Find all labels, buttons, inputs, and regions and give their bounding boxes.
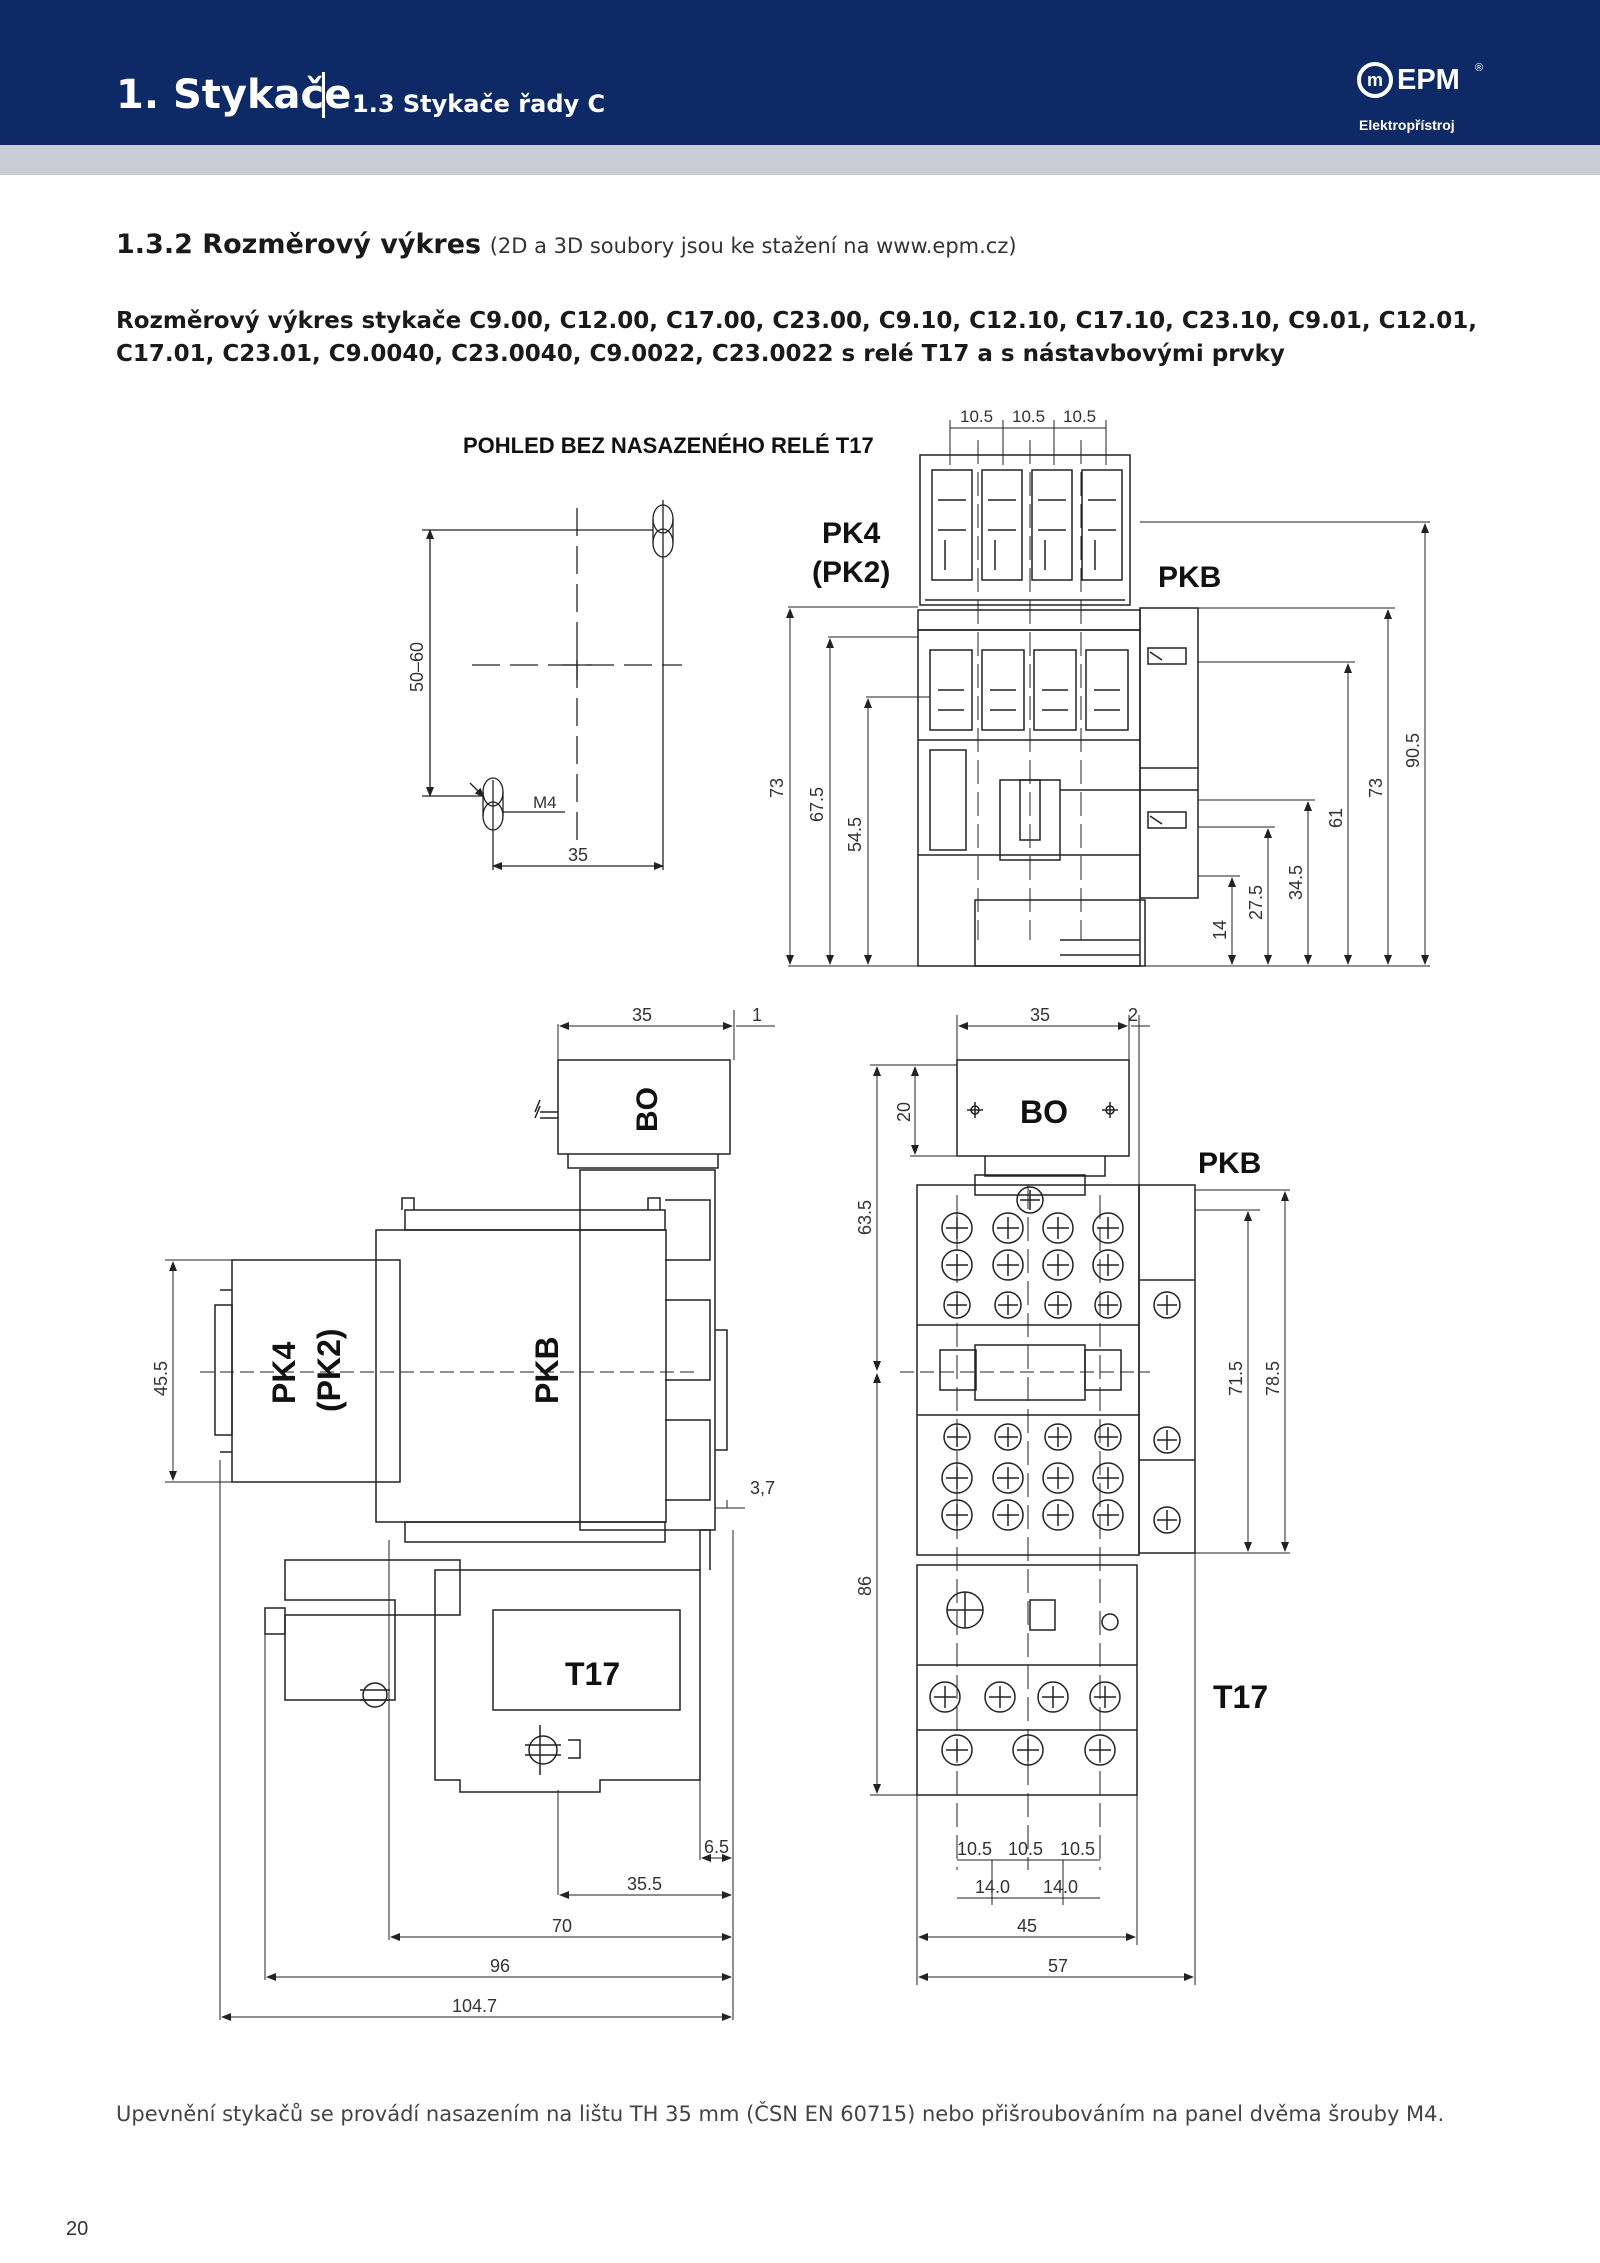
- section-title: 1.3.2 Rozměrový výkres (2D a 3D soubory …: [116, 229, 1017, 260]
- label-pkb-side: PKB: [529, 1336, 565, 1404]
- mounting-view: [422, 500, 682, 870]
- dim-fv-pitch-1: 10.5: [957, 1839, 992, 1859]
- epm-logo: m EPM ® Elektropřístroj: [1357, 62, 1487, 138]
- section-note: (2D a 3D soubory jsou ke stažení na www.…: [489, 234, 1017, 258]
- dim-sv-1: 1: [752, 1005, 762, 1025]
- top-view: [786, 420, 1430, 967]
- label-t17-front: T17: [1213, 1679, 1268, 1715]
- label-bo-front: BO: [1020, 1094, 1068, 1130]
- logo-mark: m: [1357, 62, 1393, 98]
- view-title: POHLED BEZ NASAZENÉHO RELÉ T17: [463, 433, 874, 458]
- dim-fv-785: 78.5: [1263, 1361, 1283, 1396]
- drawing-description: Rozměrový výkres stykače C9.00, C12.00, …: [116, 308, 1477, 367]
- dim-sv-37: 3,7: [750, 1478, 775, 1498]
- logo-registered: ®: [1475, 62, 1484, 74]
- dim-fv-57: 57: [1048, 1956, 1068, 1976]
- dim-r14: 14: [1210, 920, 1230, 940]
- dim-sv-65: 6.5: [704, 1837, 729, 1857]
- dim-fv-pitch14-1: 14.0: [975, 1877, 1010, 1897]
- dim-fv-35: 35: [1030, 1005, 1050, 1025]
- dim-r345: 34.5: [1286, 865, 1306, 900]
- dim-fv-86: 86: [855, 1576, 875, 1596]
- dim-sv-35: 35: [632, 1005, 652, 1025]
- dim-h545: 54.5: [845, 817, 865, 852]
- dim-fv-20: 20: [894, 1102, 914, 1122]
- dim-top-pitch-2: 10.5: [1012, 407, 1045, 426]
- dim-mount-height: 50–60: [407, 642, 427, 692]
- dim-r61: 61: [1326, 808, 1346, 828]
- label-pk4-side: PK4: [266, 1342, 302, 1404]
- footnote: Upevnění stykačů se provádí nasazením na…: [116, 2102, 1445, 2126]
- dim-top-pitch-1: 10.5: [960, 407, 993, 426]
- label-m4: M4: [533, 793, 557, 812]
- header-separator: [322, 72, 325, 118]
- header-strip: [0, 145, 1600, 175]
- screw-row-top: [941, 1186, 1181, 1534]
- dim-mount-width: 35: [568, 845, 588, 865]
- side-view: [165, 1010, 775, 2021]
- dim-fv-45: 45: [1017, 1916, 1037, 1936]
- dim-fv-pitch-3: 10.5: [1060, 1839, 1095, 1859]
- dim-top-pitch-3: 10.5: [1063, 407, 1096, 426]
- dim-fv-pitch14-2: 14.0: [1043, 1877, 1078, 1897]
- chapter-title: 1. Stykače: [116, 72, 352, 118]
- dim-r275: 27.5: [1246, 885, 1266, 920]
- label-pkb-top: PKB: [1158, 561, 1221, 594]
- dim-fv-2: 2: [1128, 1005, 1138, 1025]
- label-pk4-top: PK4: [822, 517, 881, 550]
- page-header: [0, 0, 1600, 145]
- dim-fv-715: 71.5: [1226, 1361, 1246, 1396]
- logo-subtitle: Elektropřístroj: [1359, 117, 1455, 133]
- dim-fv-pitch-2: 10.5: [1008, 1839, 1043, 1859]
- dim-sv-96: 96: [490, 1956, 510, 1976]
- logo-word: EPM: [1397, 64, 1460, 96]
- front-view-screws: [929, 1186, 1181, 1766]
- dim-h675: 67.5: [807, 787, 827, 822]
- label-bo-side: BO: [631, 1087, 664, 1132]
- dim-sv-1047: 104.7: [452, 1996, 497, 2016]
- dim-sv-70: 70: [552, 1916, 572, 1936]
- label-t17-side: T17: [565, 1656, 620, 1692]
- page-number: 20: [66, 2218, 89, 2240]
- subchapter-title: 1.3 Stykače řady C: [352, 90, 606, 118]
- dim-r73: 73: [1366, 778, 1386, 798]
- section-heading: 1.3.2 Rozměrový výkres: [116, 229, 482, 260]
- dim-h73-left: 73: [767, 778, 787, 798]
- dim-r905: 90.5: [1403, 733, 1423, 768]
- label-pk2-top: (PK2): [812, 556, 890, 589]
- dim-sv-355: 35.5: [627, 1874, 662, 1894]
- dim-fv-635: 63.5: [855, 1200, 875, 1235]
- label-pk2-side: (PK2): [311, 1328, 347, 1412]
- label-pkb-front: PKB: [1198, 1147, 1261, 1180]
- dim-sv-455: 45.5: [151, 1361, 171, 1396]
